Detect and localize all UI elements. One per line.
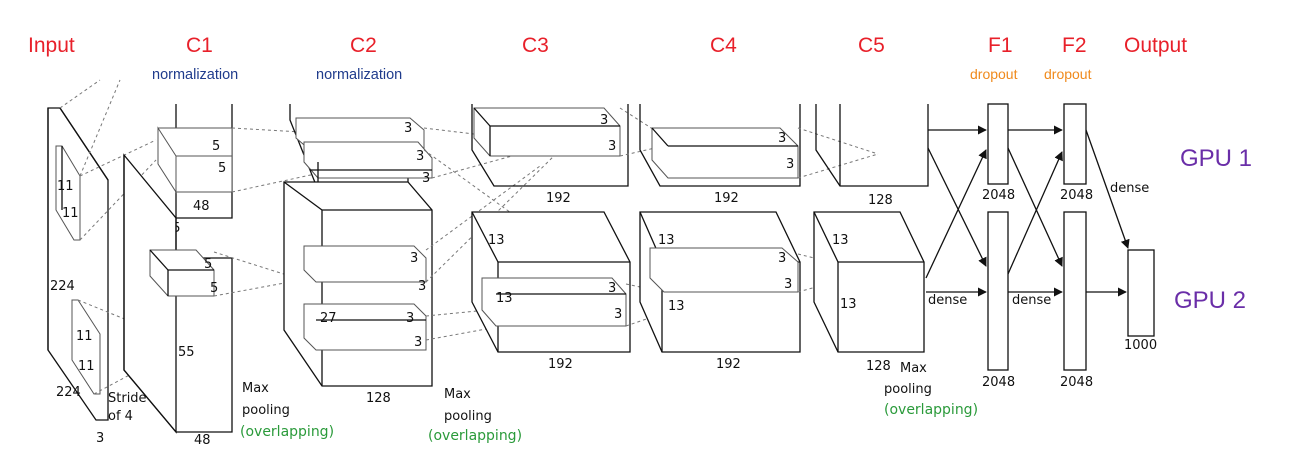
- pool2-line1: Max: [444, 387, 471, 402]
- header-input: Input: [28, 34, 75, 57]
- c1-top-kernel-b: 5: [218, 161, 226, 176]
- pool1-line2: pooling: [242, 403, 290, 418]
- c3-bottom-volume: [471, 211, 701, 353]
- c5-top-volume: [815, 104, 929, 187]
- c2-top-kernel-2: 3: [416, 149, 424, 164]
- f1-bottom-layer: [987, 211, 1009, 371]
- c5-size-bottom: 13: [832, 233, 849, 248]
- f1-units-top: 2048: [982, 188, 1015, 203]
- c1-bottom-kernel-a: 5: [204, 257, 212, 272]
- c2-top-kernel-3: 3: [422, 171, 430, 186]
- pool3-line2: pooling: [884, 382, 932, 397]
- c5-depth-top: 128: [868, 193, 893, 208]
- c3-depth-bottom: 192: [548, 357, 573, 372]
- pool3-note: (overlapping): [884, 402, 978, 418]
- output-layer: [1127, 249, 1155, 337]
- subheader-c2-normalization: normalization: [316, 67, 402, 83]
- f2-units-bottom: 2048: [1060, 375, 1093, 390]
- input-height-label: 224: [50, 279, 75, 294]
- stride-label: Stride: [108, 391, 147, 406]
- c2-top-kernel-1: 3: [404, 121, 412, 136]
- c2-bottom-volume: [283, 149, 591, 387]
- c5-size-bottom-2: 13: [840, 297, 857, 312]
- c4-bottom-kernel-1: 3: [778, 251, 786, 266]
- stride-label-2: of 4: [108, 409, 133, 424]
- header-f1: F1: [988, 34, 1013, 57]
- f2-units-top: 2048: [1060, 188, 1093, 203]
- c5-depth-bottom: 128: [866, 359, 891, 374]
- c4-bottom-volume: [639, 211, 871, 353]
- header-c3: C3: [522, 34, 549, 57]
- input-depth-label: 3: [96, 431, 104, 446]
- header-c5: C5: [858, 34, 885, 57]
- c1-bottom-kernel-b: 5: [210, 281, 218, 296]
- dense-connections: [925, 125, 1130, 297]
- c1-top-kernel-a: 5: [212, 139, 220, 154]
- c4-depth-bottom: 192: [716, 357, 741, 372]
- c5-bottom-volume: [813, 211, 925, 353]
- c2-bottom-kernel-2: 3: [418, 279, 426, 294]
- c2-bottom-kernel-3: 3: [406, 311, 414, 326]
- c4-top-volume: [639, 104, 879, 187]
- subheader-f2-dropout: dropout: [1044, 66, 1092, 82]
- c4-top-kernel-2: 3: [786, 157, 794, 172]
- input-volume: [47, 79, 177, 421]
- header-c4: C4: [710, 34, 737, 57]
- c3-top-kernel-2: 3: [608, 139, 616, 154]
- input-kernel2-h-label: 11: [76, 329, 93, 344]
- f1-units-bottom: 2048: [982, 375, 1015, 390]
- c3-depth-top: 192: [546, 191, 571, 206]
- c2-bottom-kernel-4: 3: [414, 335, 422, 350]
- dense-label-f1-f2: dense: [1012, 293, 1051, 308]
- pool2-line2: pooling: [444, 409, 492, 424]
- dense-label-f2-output: dense: [1110, 181, 1149, 196]
- c3-top-kernel-1: 3: [600, 113, 608, 128]
- subheader-f1-dropout: dropout: [970, 66, 1018, 82]
- input-width-label: 224: [56, 385, 81, 400]
- c1-top-depth: 48: [193, 199, 210, 214]
- c1-bottom-depth: 48: [194, 433, 211, 448]
- c4-depth-top: 192: [714, 191, 739, 206]
- c3-top-volume: [471, 104, 691, 187]
- input-kernel2-w-label: 11: [78, 359, 95, 374]
- f2-bottom-layer: [1063, 211, 1087, 371]
- header-c1: C1: [186, 34, 213, 57]
- input-kernel-h-label: 11: [57, 179, 74, 194]
- c2-depth-bottom: 128: [366, 391, 391, 406]
- c3-bottom-kernel-2: 3: [614, 307, 622, 322]
- c4-size-bottom-2: 13: [668, 299, 685, 314]
- f2-top-layer: [1063, 103, 1087, 185]
- c3-bottom-kernel-1: 3: [608, 281, 616, 296]
- pool3-line1: Max: [900, 361, 927, 376]
- c1-bottom-volume: [123, 153, 291, 434]
- c4-size-bottom: 13: [658, 233, 675, 248]
- gpu2-label: GPU 2: [1174, 287, 1246, 314]
- c3-size-bottom: 13: [488, 233, 505, 248]
- dense-label-c5-f1: dense: [928, 293, 967, 308]
- output-units: 1000: [1124, 338, 1157, 353]
- gpu1-label: GPU 1: [1180, 145, 1252, 172]
- c1-size-bottom: 55: [178, 345, 195, 360]
- header-f2: F2: [1062, 34, 1087, 57]
- pool1-note: (overlapping): [240, 424, 334, 440]
- pool2-note: (overlapping): [428, 428, 522, 444]
- c4-bottom-kernel-2: 3: [784, 277, 792, 292]
- f1-top-layer: [987, 103, 1009, 185]
- c2-top-volume: [289, 104, 591, 271]
- c4-top-kernel-1: 3: [778, 131, 786, 146]
- pool1-line1: Max: [242, 381, 269, 396]
- header-c2: C2: [350, 34, 377, 57]
- input-kernel-w-label: 11: [62, 206, 79, 221]
- c2-bottom-kernel-1: 3: [410, 251, 418, 266]
- subheader-c1-normalization: normalization: [152, 67, 238, 83]
- c3-size-bottom-2: 13: [496, 291, 513, 306]
- c2-size-bottom: 27: [320, 311, 337, 326]
- header-output: Output: [1124, 34, 1187, 57]
